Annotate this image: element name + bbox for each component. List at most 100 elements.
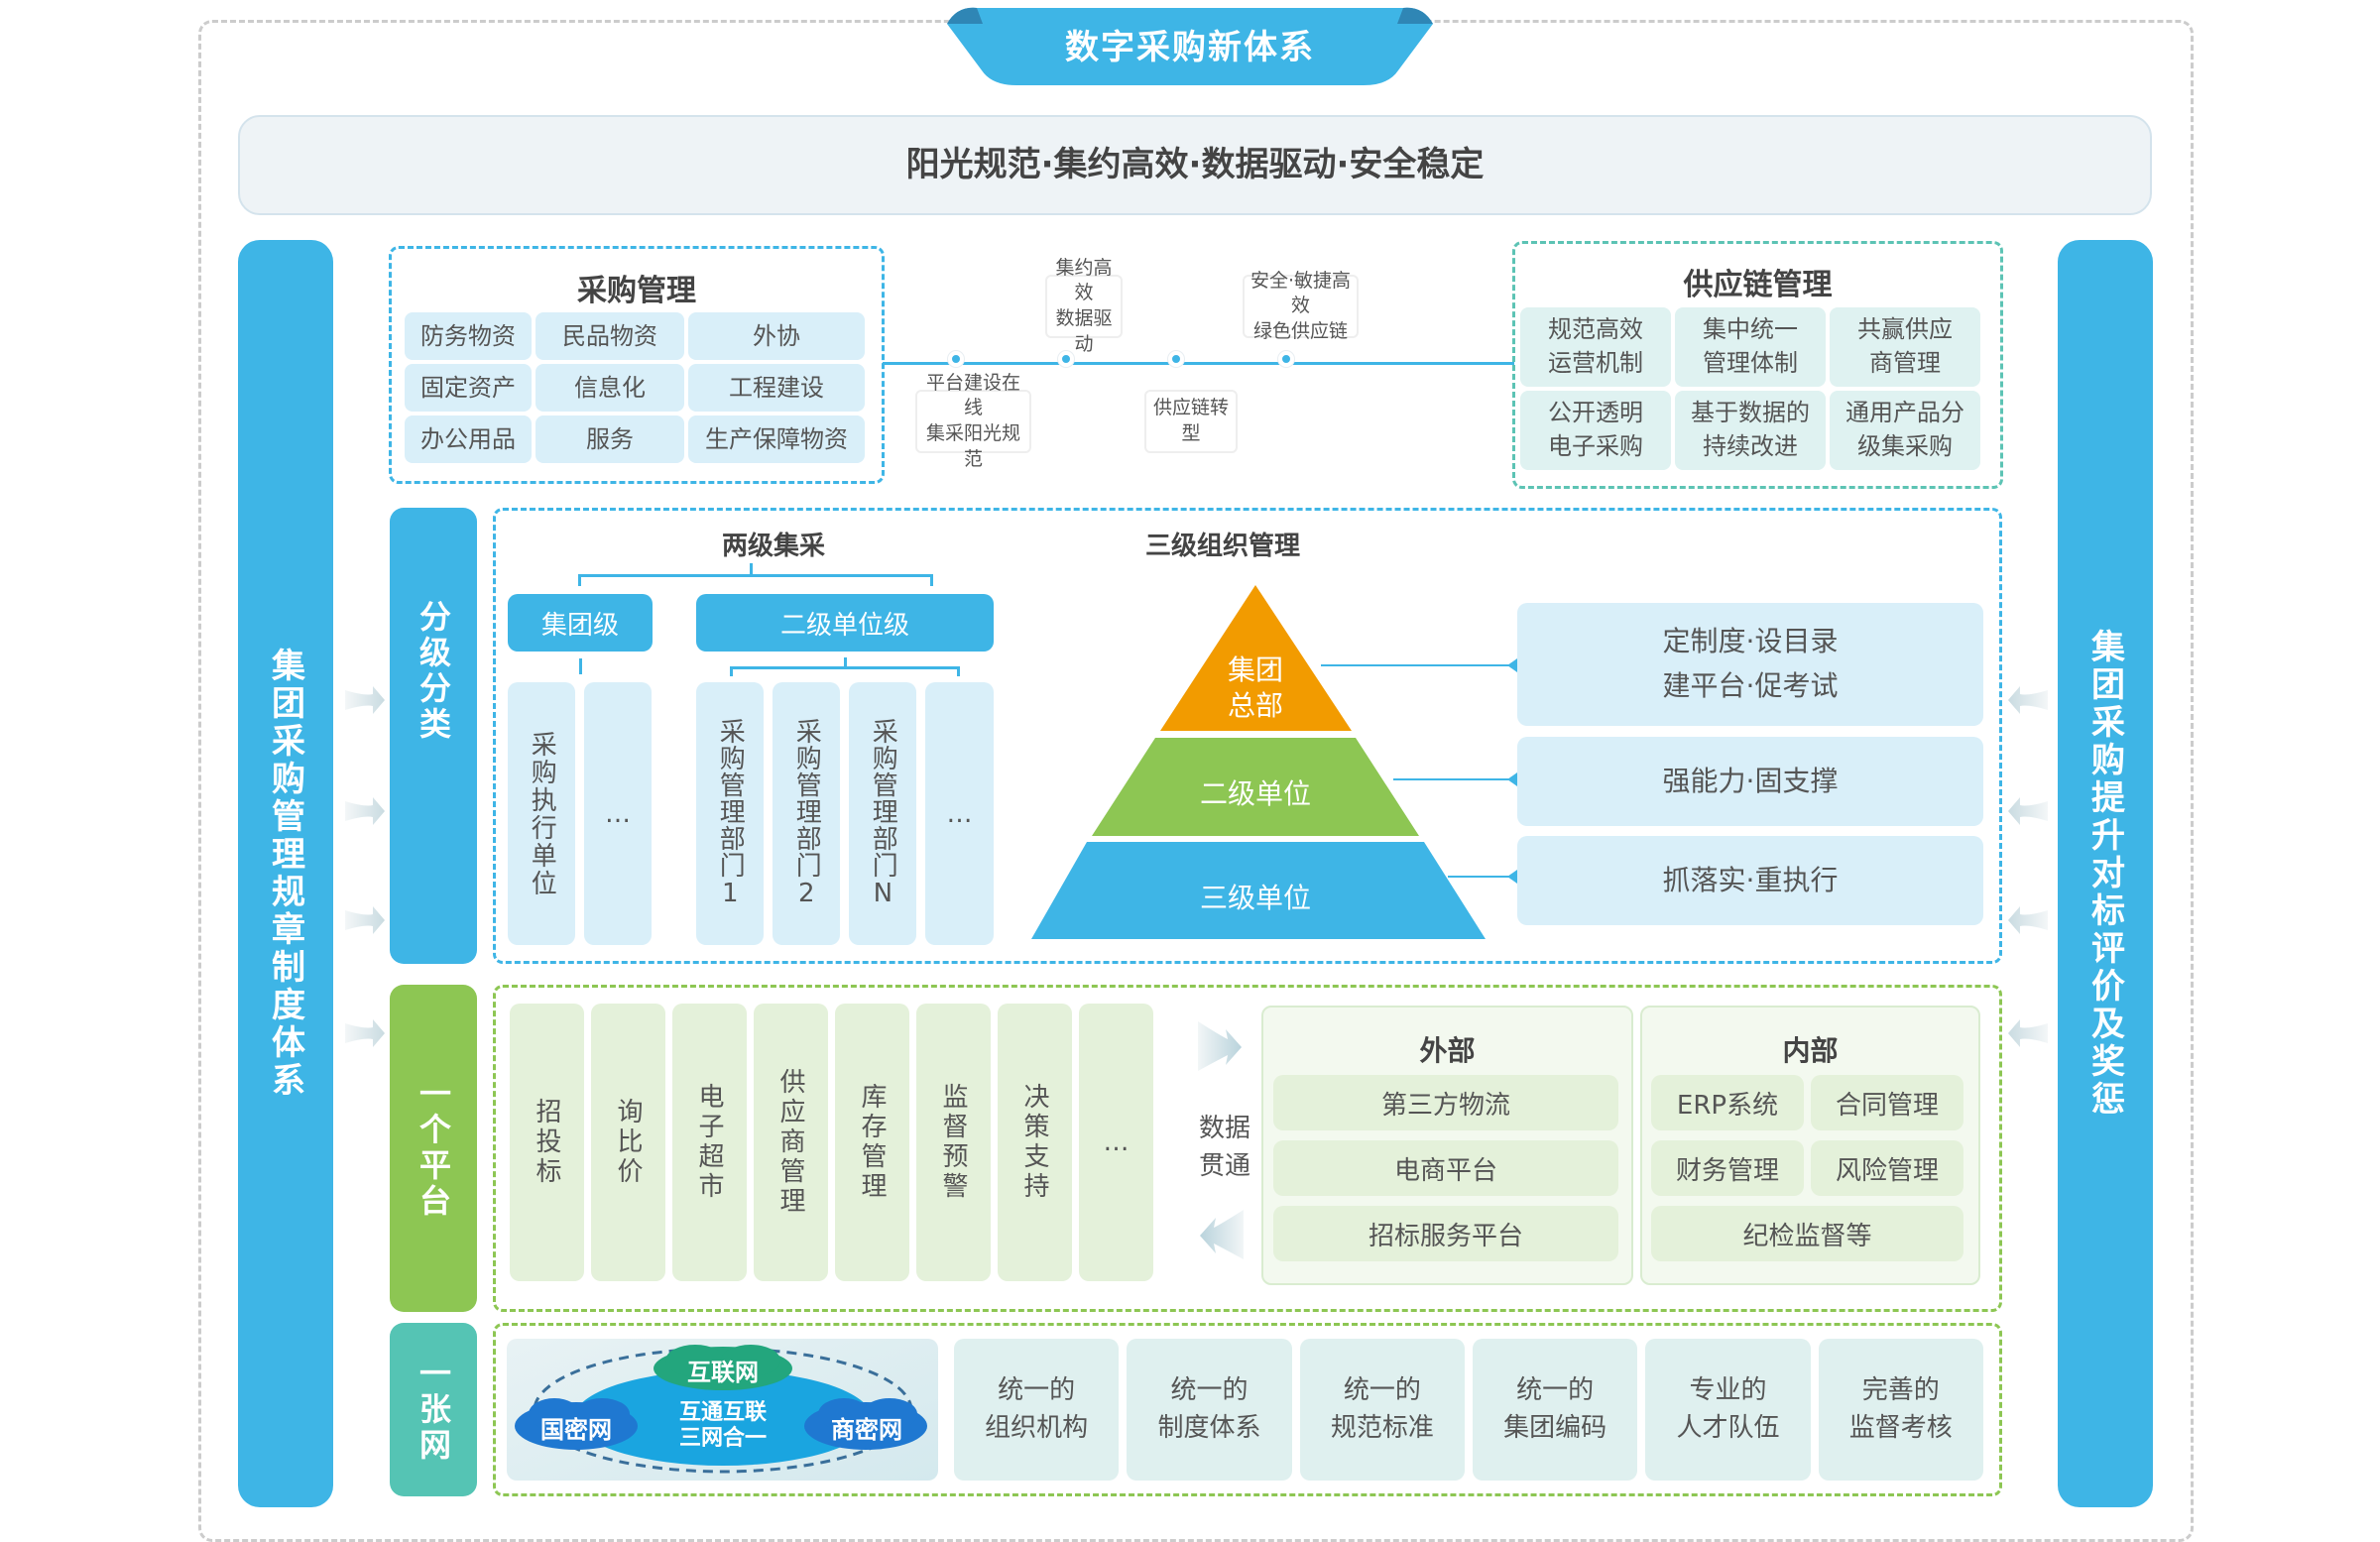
duty-connector (1393, 778, 1517, 780)
principles-banner: 阳光规范·集约高效·数据驱动·安全稳定 (238, 115, 2152, 215)
timeline-line (883, 362, 1514, 365)
tier-tertiary-label: 三级单位 (1199, 882, 1311, 914)
network-diagram: 互联网 国密网 商密网 互通互联 三网合一 (507, 1339, 938, 1481)
label: 监督预警 (938, 1083, 968, 1202)
label: 采购执行单位 (527, 730, 557, 897)
duty-secondary: 强能力·固支撑 (1517, 737, 1983, 826)
tree-connector (730, 666, 960, 669)
label: 决策支持 (1019, 1083, 1049, 1202)
tier-secondary-label: 二级单位 (1199, 777, 1311, 810)
network-bar: 一张网 (390, 1323, 477, 1496)
module-bidding[interactable]: 招投标 (510, 1004, 584, 1281)
arrow-right-icon (345, 906, 385, 934)
internal-title: 内部 (1782, 1034, 1839, 1067)
label: 采购管理部门N (868, 718, 898, 909)
milestone-platform-online: 平台建设在线 集采阳光规范 (915, 372, 1031, 470)
cloud-internet-label: 互联网 (687, 1359, 759, 1386)
label: 采购管理部门1 (715, 718, 746, 909)
procurement-item: 服务 (536, 415, 684, 463)
page-title: 数字采购新体系 (1065, 28, 1315, 67)
dept-column: 采购管理部门1 (696, 682, 764, 945)
network-item: 统一的 集团编码 (1472, 1339, 1638, 1481)
platform-panel (493, 985, 2002, 1312)
tree-connector (750, 563, 753, 575)
label: 供应商管理 (775, 1068, 805, 1217)
classification-bar-label: 分级分类 (415, 600, 452, 743)
module-inquiry[interactable]: 询比价 (591, 1004, 665, 1281)
platform-bar-label: 一个平台 (415, 1077, 452, 1220)
label: 招投标 (532, 1098, 561, 1187)
arrow-left-icon (2008, 1019, 2048, 1047)
internal-item: 合同管理 (1811, 1075, 1964, 1130)
tree-connector (578, 574, 932, 577)
procurement-item: 民品物资 (536, 312, 684, 360)
timeline-dot (1168, 351, 1184, 367)
timeline-dot (1058, 351, 1074, 367)
tree-connector (957, 666, 960, 676)
supply-chain-item: 规范高效 运营机制 (1520, 307, 1671, 387)
milestone-data-driven: 集约高效 数据驱动 (1045, 257, 1123, 355)
tier-hq-label: 集团 总部 (1227, 653, 1283, 723)
two-level-title: 两级集采 (721, 532, 825, 561)
pyramid-tier-hq (1160, 585, 1352, 731)
platform-modules: 招投标 询比价 电子超市 供应商管理 库存管理 监督预警 决策支持 … (510, 1004, 1186, 1281)
network-item: 统一的 规范标准 (1299, 1339, 1465, 1481)
cloud-national-crypto-label: 国密网 (540, 1416, 612, 1444)
procurement-item: 工程建设 (688, 364, 865, 412)
right-bar-evaluation: 集团采购提升对标评价及奖惩 (2058, 240, 2153, 1507)
org-pyramid (1031, 585, 1486, 939)
arrow-left-icon (2008, 906, 2048, 934)
milestone-green-supply-chain: 安全·敏捷高效 绿色供应链 (1243, 270, 1359, 342)
classification-panel (493, 508, 2002, 964)
arrow-right-icon (1198, 1021, 1242, 1071)
right-bar-label: 集团采购提升对标评价及奖惩 (2084, 629, 2125, 1119)
network-diagram-shapes (515, 1345, 927, 1474)
left-arrows (345, 686, 385, 1047)
ellipsis-column: … (925, 682, 994, 945)
cloud-top (654, 1345, 792, 1390)
secondary-level-node: 二级单位级 (696, 594, 994, 652)
module-inventory-mgmt[interactable]: 库存管理 (835, 1004, 909, 1281)
procurement-item: 防务物资 (405, 312, 532, 360)
left-bar-label: 集团采购管理规章制度体系 (265, 648, 305, 1100)
cloud-left (515, 1398, 638, 1450)
module-e-mall[interactable]: 电子超市 (672, 1004, 747, 1281)
supply-chain-title: 供应链管理 (1683, 268, 1833, 302)
connector-arrowheads (1507, 658, 1517, 884)
procurement-item: 办公用品 (405, 415, 532, 463)
network-center-label: 互通互联 三网合一 (678, 1400, 767, 1452)
duty-connector (1448, 876, 1517, 878)
label: 电子超市 (694, 1083, 724, 1202)
cloud-commercial-crypto-label: 商密网 (831, 1416, 902, 1444)
network-item: 统一的 组织机构 (954, 1339, 1120, 1481)
network-item: 专业的 人才队伍 (1645, 1339, 1811, 1481)
label: 库存管理 (857, 1083, 887, 1202)
procurement-title: 采购管理 (577, 274, 696, 308)
internal-item: ERP系统 (1651, 1075, 1804, 1130)
external-item: 电商平台 (1273, 1140, 1618, 1196)
arrow-left-icon (2008, 797, 2048, 825)
dept-column: 采购管理部门2 (773, 682, 840, 945)
arrow-left-icon (1200, 1210, 1244, 1259)
internal-item: 纪检监督等 (1651, 1206, 1964, 1261)
duty-tertiary: 抓落实·重执行 (1517, 836, 1983, 925)
module-supervision-alert[interactable]: 监督预警 (916, 1004, 991, 1281)
duty-connector (1321, 664, 1517, 666)
label: 询比价 (613, 1098, 643, 1187)
classification-bar: 分级分类 (390, 508, 477, 964)
tree-connector (930, 574, 933, 586)
network-bar-label: 一张网 (415, 1356, 452, 1464)
supply-chain-item: 共赢供应 商管理 (1830, 307, 1980, 387)
cloud-right (804, 1398, 927, 1450)
module-decision-support[interactable]: 决策支持 (998, 1004, 1072, 1281)
procurement-item: 外协 (688, 312, 865, 360)
network-items: 统一的 组织机构 统一的 制度体系 统一的 规范标准 统一的 集团编码 专业的 … (954, 1339, 1983, 1481)
label: … (946, 798, 973, 829)
tree-connector (844, 657, 847, 667)
left-bar-regulations: 集团采购管理规章制度体系 (238, 240, 333, 1507)
module-supplier-mgmt[interactable]: 供应商管理 (754, 1004, 828, 1281)
group-level-node: 集团级 (508, 594, 653, 652)
procurement-item: 生产保障物资 (688, 415, 865, 463)
procurement-item: 信息化 (536, 364, 684, 412)
network-item: 完善的 监督考核 (1818, 1339, 1983, 1481)
